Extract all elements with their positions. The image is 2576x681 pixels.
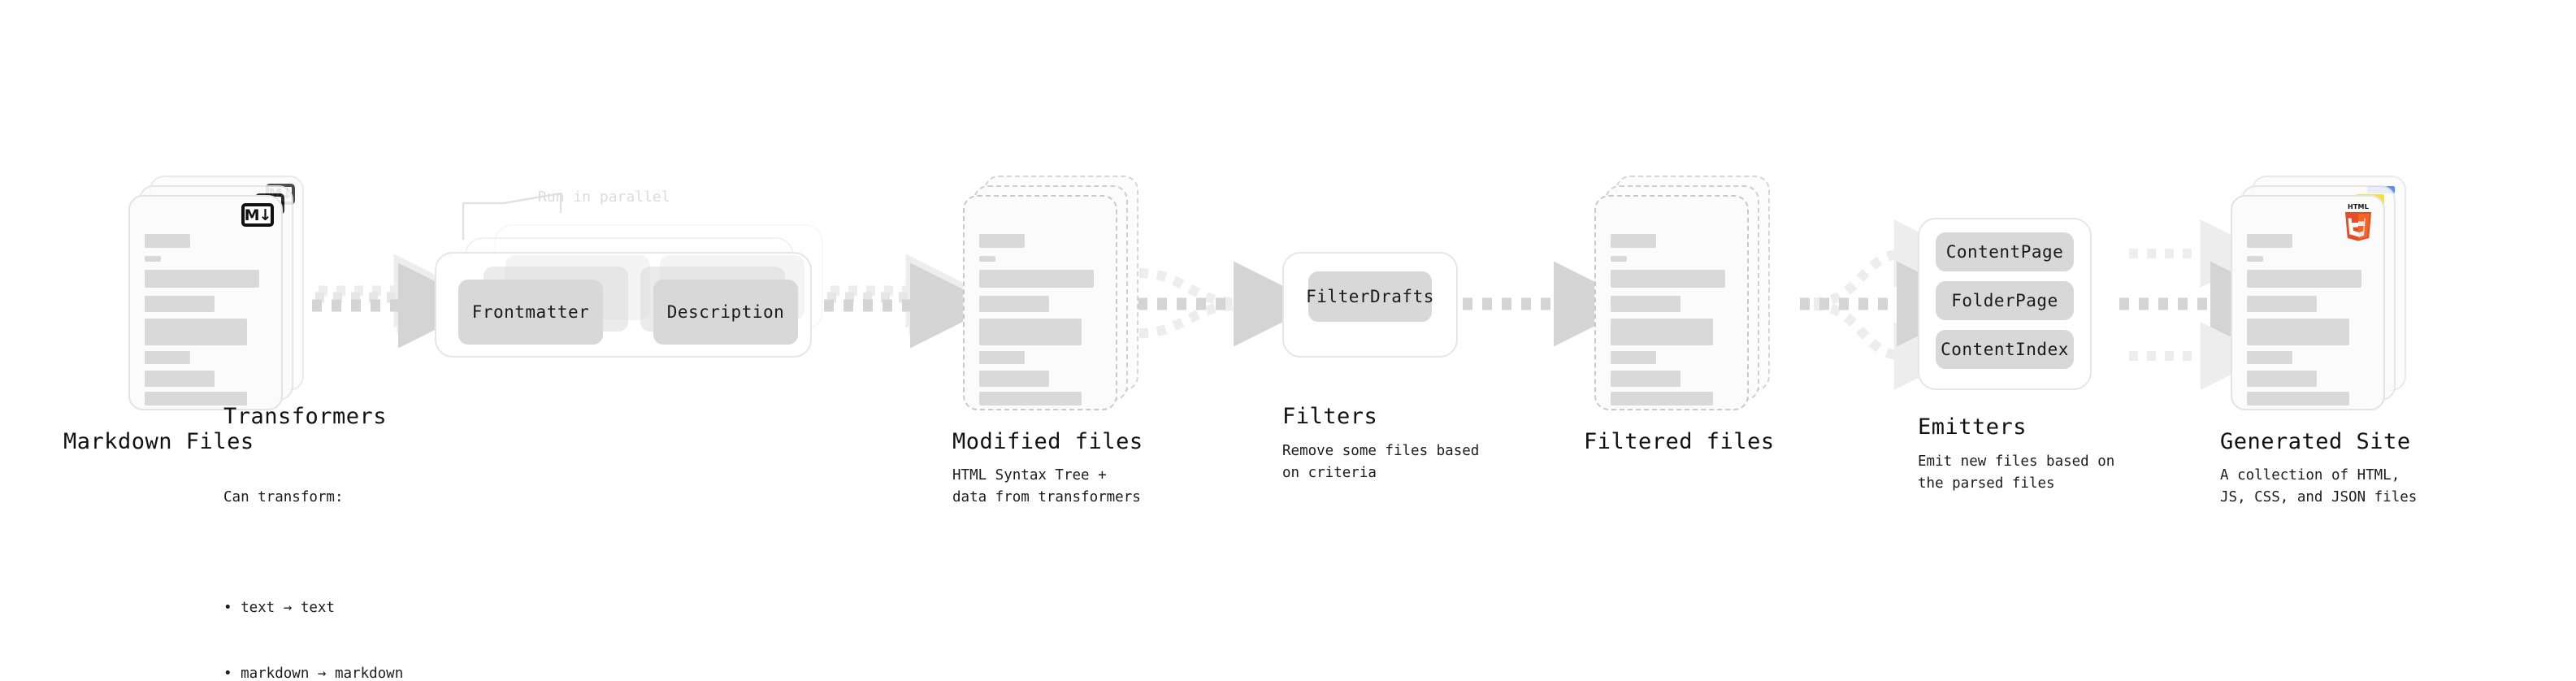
stage-caption-filtered-files: Filtered files <box>1584 429 1775 454</box>
arrow-transformers-to-modified <box>824 254 995 349</box>
skeleton-line <box>2247 256 2264 262</box>
modified-files-subtext: HTML Syntax Tree + data from transformer… <box>952 467 1141 506</box>
skeleton-line <box>2247 234 2292 248</box>
filters-subtext: Remove some files based on criteria <box>1282 443 1480 482</box>
arrow-filtered-to-emitters <box>1800 219 1982 390</box>
run-in-parallel-bracket <box>462 192 562 240</box>
stage-caption-generated-site: Generated Site <box>2220 429 2411 454</box>
skeleton-line <box>979 270 1095 288</box>
emitter-chip-folderpage[interactable]: FolderPage <box>1936 281 2074 320</box>
svg-text:HTML: HTML <box>2348 203 2369 210</box>
skeleton-line <box>1611 234 1656 248</box>
transformer-chip-description[interactable]: Description <box>653 280 798 345</box>
transformers-subtext-line: Can transform: <box>223 489 344 506</box>
skeleton-line <box>979 234 1025 248</box>
skeleton-line <box>979 296 1049 312</box>
skeleton-line <box>979 351 1025 364</box>
transformer-chip-frontmatter[interactable]: Frontmatter <box>458 280 603 345</box>
skeleton-line <box>2247 392 2350 406</box>
filtered-card-front <box>1594 195 1749 410</box>
skeleton-line <box>145 392 248 406</box>
skeleton-line <box>1611 296 1680 312</box>
skeleton-line <box>979 256 996 262</box>
transformers-bullet: • markdown → markdown <box>223 666 404 681</box>
stage-filtered-files: Filtered files <box>1584 176 1774 454</box>
transformers-bullet: • text → text <box>223 599 335 616</box>
skeleton-line <box>145 351 190 364</box>
stage-caption-transformers: Transformers <box>223 404 388 429</box>
skeleton-line <box>1611 256 1628 262</box>
arrow-markdown-to-transformers <box>312 254 484 349</box>
stage-modified-files: Modified files HTML Syntax Tree + data f… <box>952 176 1143 505</box>
stage-caption-modified-files: Modified files <box>952 429 1143 454</box>
generated-site-subtext: A collection of HTML, JS, CSS, and JSON … <box>2220 467 2418 506</box>
skeleton-line <box>2247 351 2292 364</box>
skeleton-line <box>1611 371 1680 387</box>
stage-caption-emitters: Emitters <box>1918 414 2027 440</box>
emitter-chip-contentpage[interactable]: ContentPage <box>1936 232 2074 271</box>
modified-card-front <box>963 195 1117 410</box>
skeleton-line <box>145 371 215 387</box>
emitters-subtext: Emit new files based on the parsed files <box>1918 453 2115 492</box>
transformers-subtext: Can transform: • text → text • markdown … <box>223 443 403 681</box>
skeleton-line <box>2247 371 2317 387</box>
stage-generated-site: HTML Generated Site A collection of <box>2220 176 2417 505</box>
transformers-bullet-list: • text → text • markdown → markdown • ht… <box>223 553 403 681</box>
skeleton-line <box>979 371 1049 387</box>
run-in-parallel-label: Run in parallel <box>538 189 670 206</box>
skeleton-line <box>2247 296 2317 312</box>
skeleton-line <box>145 296 215 312</box>
filter-chip-filterdrafts[interactable]: FilterDrafts <box>1306 271 1433 322</box>
arrow-modified-to-filters <box>1138 261 1319 347</box>
modified-card-stack <box>963 176 1138 410</box>
markdown-card-front: M↓ <box>128 195 283 410</box>
stage-markdown-files: M↓ M↓ M↓ Markdown Files <box>63 176 304 454</box>
stage-caption-markdown-files: Markdown Files <box>63 429 254 454</box>
skeleton-line <box>145 319 248 345</box>
skeleton-line <box>145 256 162 262</box>
site-card-front-html: HTML <box>2231 195 2385 410</box>
html5-icon: HTML <box>2341 202 2375 241</box>
markdown-badge: M↓ <box>241 203 274 227</box>
skeleton-line <box>1611 392 1714 406</box>
emitter-chip-contentindex[interactable]: ContentIndex <box>1936 330 2074 369</box>
skeleton-line <box>2247 319 2350 345</box>
skeleton-line <box>145 270 260 288</box>
markdown-card-stack: M↓ M↓ M↓ <box>128 176 304 410</box>
skeleton-line <box>979 392 1082 406</box>
stage-caption-filters: Filters <box>1282 404 1378 429</box>
skeleton-line <box>1611 351 1656 364</box>
skeleton-line <box>2247 270 2362 288</box>
skeleton-line <box>145 234 190 248</box>
skeleton-line <box>979 319 1082 345</box>
filtered-card-stack <box>1594 176 1770 410</box>
arrow-emitters-to-site <box>2119 219 2296 390</box>
skeleton-line <box>1611 270 1726 288</box>
site-card-stack: HTML <box>2231 176 2406 410</box>
skeleton-line <box>1611 319 1714 345</box>
